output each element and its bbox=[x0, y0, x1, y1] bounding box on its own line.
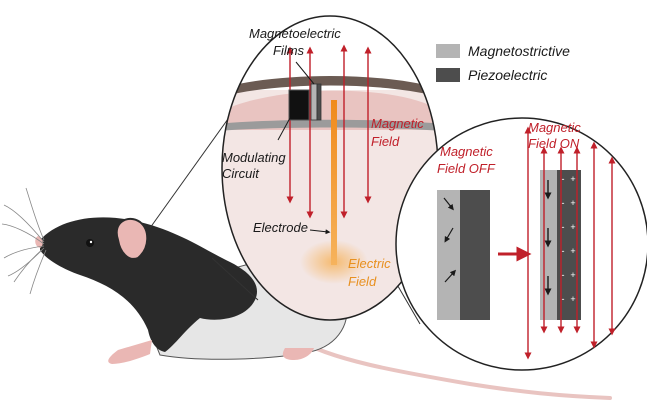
magnetic-field-arrows-left bbox=[286, 44, 372, 219]
svg-text:-: - bbox=[562, 222, 565, 232]
rat-eye bbox=[86, 239, 94, 247]
svg-text:-: - bbox=[562, 174, 565, 184]
electrode-shaft bbox=[331, 100, 337, 265]
svg-text:+: + bbox=[570, 246, 575, 256]
modulating-circuit-chip bbox=[288, 89, 310, 121]
svg-text:+: + bbox=[570, 222, 575, 232]
magnetic-field-label-1: Magnetic bbox=[371, 116, 424, 131]
off-magnetostrictive-layer bbox=[437, 190, 460, 320]
piezoelectric-film bbox=[316, 83, 322, 121]
modulating-circuit-label-2: Circuit bbox=[222, 166, 260, 181]
legend-label-piezoelectric: Piezoelectric bbox=[468, 67, 547, 83]
magnetic-field-arrows-right bbox=[524, 126, 616, 360]
field-on-label-2: Field ON bbox=[528, 136, 580, 151]
legend-swatch-magnetostrictive bbox=[436, 44, 460, 58]
legend: Magnetostrictive Piezoelectric bbox=[436, 43, 570, 83]
rat-body-dark bbox=[40, 217, 258, 352]
magnetoelectric-films-label-2: Films bbox=[273, 43, 305, 58]
electrode-label: Electrode bbox=[253, 220, 308, 235]
rat-tail bbox=[293, 336, 612, 400]
legend-label-magnetostrictive: Magnetostrictive bbox=[468, 43, 570, 59]
svg-text:-: - bbox=[562, 198, 565, 208]
svg-text:+: + bbox=[570, 270, 575, 280]
svg-text:+: + bbox=[570, 174, 575, 184]
magnetic-field-label-2: Field bbox=[371, 134, 400, 149]
magnetostrictive-film bbox=[310, 83, 318, 121]
svg-text:+: + bbox=[570, 198, 575, 208]
magnetoelectric-films-label-1: Magnetoelectric bbox=[249, 26, 341, 41]
off-domain-arrows bbox=[443, 197, 457, 283]
field-off-label-2: Field OFF bbox=[437, 161, 496, 176]
legend-swatch-piezoelectric bbox=[436, 68, 460, 82]
field-on-label-1: Magnetic bbox=[528, 120, 581, 135]
film-inset: -+ -+ -+ -+ -+ -+ bbox=[395, 117, 647, 371]
rat-hind-paw bbox=[282, 348, 314, 360]
field-off-label-1: Magnetic bbox=[440, 144, 493, 159]
electric-field-label-1: Electric bbox=[348, 256, 391, 271]
rat-front-paw bbox=[108, 340, 152, 364]
rat-whiskers bbox=[1, 187, 47, 295]
films-pointer bbox=[295, 61, 315, 85]
svg-text:-: - bbox=[562, 294, 565, 304]
rat-ear bbox=[115, 217, 149, 260]
electrode-pointer bbox=[309, 229, 331, 235]
circuit-pointer bbox=[277, 117, 291, 141]
svg-text:-: - bbox=[562, 246, 565, 256]
off-piezoelectric-layer bbox=[460, 190, 490, 320]
electric-field-label-2: Field bbox=[348, 274, 377, 289]
svg-text:-: - bbox=[562, 270, 565, 280]
svg-text:+: + bbox=[570, 294, 575, 304]
modulating-circuit-label-1: Modulating bbox=[222, 150, 286, 165]
